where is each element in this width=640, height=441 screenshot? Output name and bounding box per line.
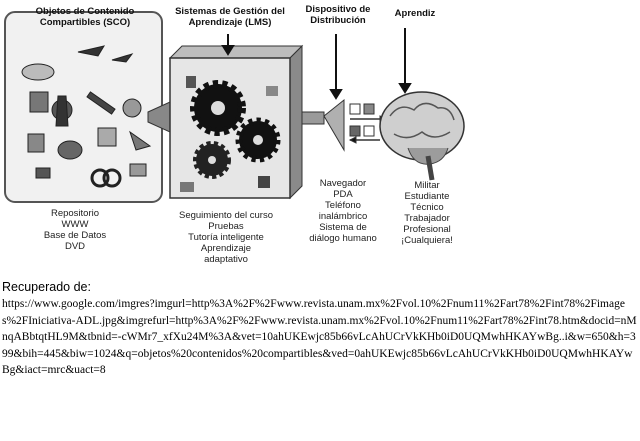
learner-header: Aprendiz bbox=[394, 8, 436, 19]
brain-icon bbox=[379, 91, 465, 181]
caption-title: Recuperado de: bbox=[2, 280, 91, 294]
distribution-device bbox=[323, 98, 345, 152]
arrow-icon bbox=[221, 28, 412, 100]
source-url[interactable]: https://www.google.com/imgres?imgurl=htt… bbox=[2, 298, 637, 376]
source-caption: Recuperado de: https://www.google.com/im… bbox=[2, 280, 638, 379]
sco-items-icon bbox=[21, 45, 152, 188]
lms-items-icon bbox=[180, 76, 278, 192]
output-tube bbox=[301, 111, 325, 125]
diagram-graphic bbox=[4, 11, 465, 203]
gear-icon bbox=[190, 80, 281, 179]
